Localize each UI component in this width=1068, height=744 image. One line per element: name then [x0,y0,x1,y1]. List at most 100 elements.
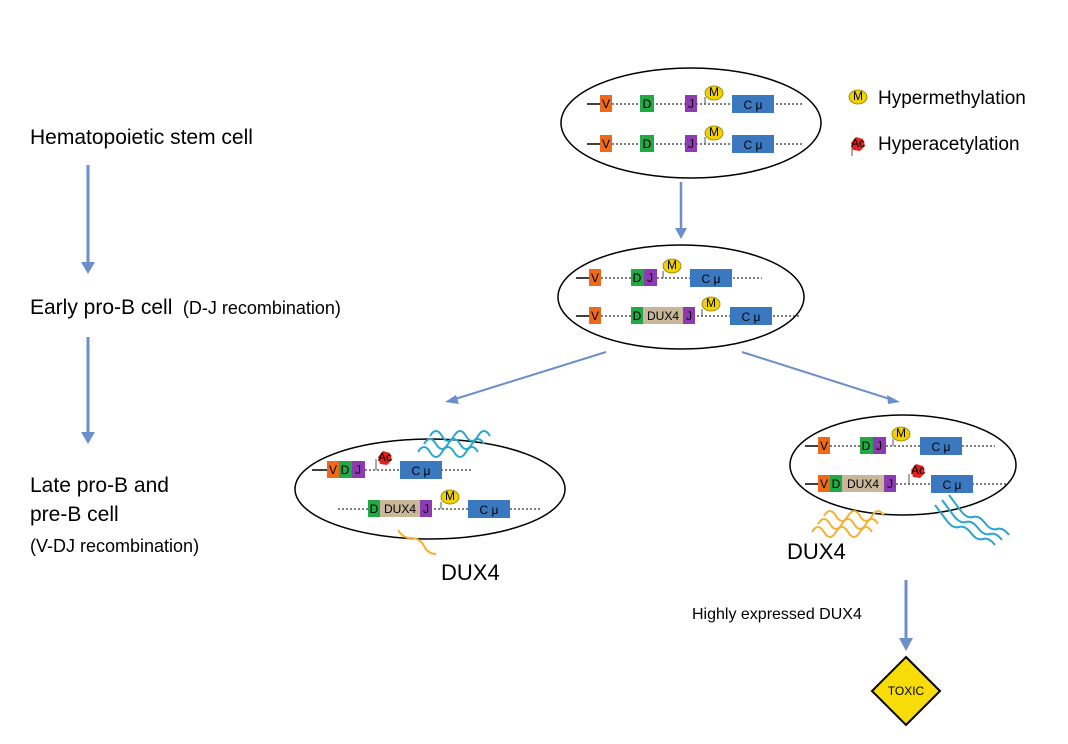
dux4-insert-label: DUX4 [647,309,679,323]
j-segment-label: J [423,502,429,516]
stage-arrow-2-head [81,432,95,444]
c-mu-label: C μ [932,440,951,454]
j-segment-label: J [887,477,893,491]
c-mu-segment [730,307,772,325]
transcript-wave [417,446,479,458]
cell-late-left-membrane [294,438,566,540]
late-right-locus-2: V D DUX4 J Ac C μ [805,463,1006,493]
dux4-insert [842,475,884,492]
stage-late-line2: pre-B cell [30,503,119,526]
stage-early-label: Early pro-B cell (D-J recombination) [30,296,341,319]
methyl-mark [704,125,724,141]
d-segment-label: D [370,502,379,516]
d-segment [368,500,380,517]
methyl-mark [662,258,682,274]
transcript-wave [817,518,879,530]
dux4-label-left: DUX4 [441,560,500,585]
c-mu-segment [931,475,973,493]
j-segment-label: J [686,309,692,323]
cell-early-pro-b: V D J M C μ V D DUX4 J M C μ [557,244,805,350]
transcript-wave [948,494,1010,536]
cell-hsc: V D J M C μ V D J M C μ [560,67,822,179]
c-mu-segment [920,437,962,455]
transcript-wave [811,526,873,538]
cell-arrow-1-head [675,228,687,239]
v-segment-label: V [602,137,610,151]
methyl-mark [440,489,460,505]
j-segment-label: J [876,439,882,453]
methyl-mark [704,85,724,101]
branch-arrow-right [741,351,894,401]
dux4-transcript-left [397,529,437,555]
stage-late-line1: Late pro-B and [30,474,169,497]
v-segment-label: V [591,309,599,323]
j-segment [873,437,886,454]
transcript-wave [429,430,491,442]
acetylation-legend-icon: Ac [851,136,865,156]
v-segment [327,461,339,478]
branch-arrow-right-head [887,395,900,404]
v-segment [589,307,601,324]
j-segment [884,475,896,492]
orange-transcripts-right [811,510,885,538]
c-mu-segment [732,135,774,153]
cell-early-membrane [557,244,805,350]
stage-late-paren: (V-DJ recombination) [30,536,199,556]
methylation-legend-icon: M [848,89,868,105]
c-mu-label: C μ [943,478,962,492]
d-segment [640,135,654,152]
j-segment [685,135,697,152]
stage-early-main: Early pro-B cell [30,296,172,319]
hsc-locus-1: V D J M C μ [587,85,802,113]
transcript-wave [934,504,996,546]
c-mu-segment [468,500,510,518]
legend: M Hypermethylation Ac Hyperacetylation [848,88,1026,156]
late-left-locus-1: V D J Ac C μ [312,450,472,479]
methyl-mark-text: M [709,125,719,139]
v-segment [818,437,830,454]
d-segment-label: D [341,463,350,477]
cell-late-right-membrane [789,414,1017,516]
branch-arrow-left-head [445,395,459,404]
methyl-mark-text: M [445,489,455,503]
toxic-warning-icon: TOXIC [870,655,942,727]
stage-early-paren: (D-J recombination) [183,298,341,318]
methyl-mark-text: M [709,85,719,99]
stage-arrow-1-head [81,262,95,274]
dux4-insert-label: DUX4 [847,477,879,491]
c-mu-segment [732,95,774,113]
stage-hsc-label: Hematopoietic stem cell [30,126,253,149]
d-segment [640,95,654,112]
j-segment-label: J [688,97,694,111]
v-segment-label: V [602,97,610,111]
toxic-label: TOXIC [888,684,925,698]
c-mu-segment [690,269,732,287]
methyl-mark-text: M [853,89,863,103]
d-segment [339,461,352,478]
d-segment [631,269,644,286]
late-right-locus-1: V D J M C μ [805,426,995,455]
c-mu-label: C μ [412,464,431,478]
toxic-arrow-head [899,638,913,651]
j-segment-label: J [688,137,694,151]
hsc-locus-2: V D J M C μ [587,125,802,153]
j-segment [683,307,695,324]
acetyl-mark-text: Ac [911,463,925,477]
v-segment-label: V [820,477,828,491]
cell-hsc-membrane [560,67,822,179]
acetyl-mark [911,464,925,478]
acetyl-mark-text: Ac [851,136,865,150]
highly-expressed-label: Highly expressed DUX4 [692,606,862,623]
c-mu-label: C μ [702,272,721,286]
acetyl-mark-text: Ac [378,450,392,464]
d-segment [860,437,873,454]
j-segment [352,461,365,478]
transcript-wave [423,438,485,450]
v-segment [818,475,830,492]
j-segment [644,269,657,286]
d-segment-label: D [832,477,841,491]
methyl-mark-text: M [706,296,716,310]
c-mu-label: C μ [480,503,499,517]
v-segment-label: V [591,271,599,285]
